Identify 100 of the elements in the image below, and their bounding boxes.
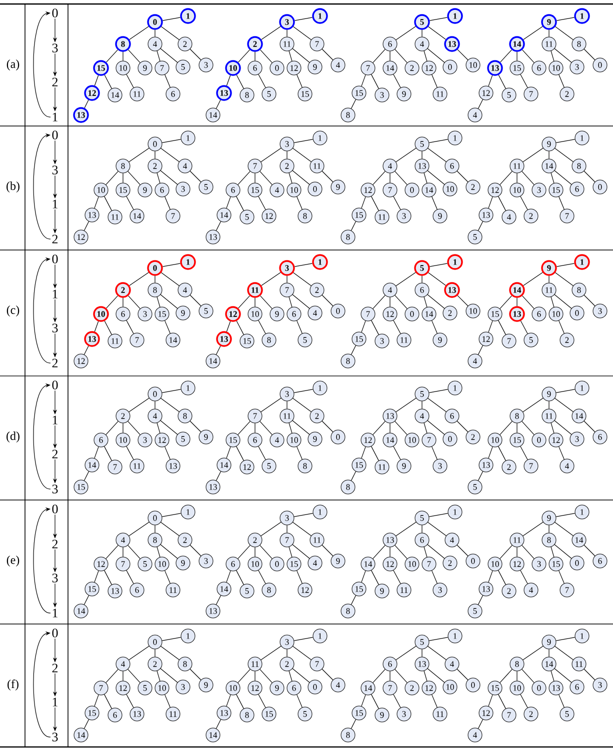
tree-edge [554, 148, 574, 162]
highlighted-node: 13 [216, 85, 232, 101]
tree-node: 15 [116, 182, 130, 198]
tree-edge [556, 513, 576, 517]
tree-edge [427, 294, 445, 309]
highlighted-node: 1 [312, 254, 328, 270]
tree-edge [216, 471, 222, 481]
tree-node: 11 [166, 706, 180, 722]
tree-node: 14 [422, 182, 436, 198]
tree-node: 2 [466, 180, 480, 194]
highlighted-node: 1 [180, 8, 196, 24]
tree-node: 14 [542, 158, 556, 174]
tree-node: 13 [478, 582, 494, 596]
tree-node: 10 [466, 304, 480, 318]
tree-edge [393, 320, 401, 334]
highlighted-node: 1 [447, 8, 463, 24]
tree-node: 15 [548, 556, 564, 572]
tree-edge [424, 422, 428, 434]
tree-node: 7 [502, 708, 516, 722]
tree-node: 14 [572, 408, 586, 424]
tree-node: 9 [542, 510, 556, 526]
tree-edge [106, 669, 118, 683]
tree-edge [260, 49, 272, 63]
tree-edge [104, 446, 112, 461]
tree-node: 4 [524, 582, 538, 598]
tree-node: 3 [592, 304, 608, 318]
tree-edge [558, 196, 564, 210]
tree-node: 0 [270, 60, 284, 76]
tree-edge [371, 320, 379, 335]
sequence-number: 0 [52, 380, 58, 390]
tree-edge [322, 170, 334, 182]
tree-edge [296, 446, 302, 460]
tree-edge [393, 570, 401, 584]
tree-edge [292, 544, 310, 559]
tree-edge [361, 320, 366, 332]
tree-edge [520, 694, 528, 708]
tree-edge [550, 172, 554, 184]
tree-edge [558, 694, 564, 708]
tree-edge [296, 694, 302, 708]
tree-edge [292, 646, 312, 660]
tree-node: 13 [478, 208, 494, 222]
tree-node: 14 [422, 306, 436, 322]
tree-edge [128, 49, 140, 63]
tree-edge [226, 75, 231, 86]
tree-node: 6 [444, 158, 460, 174]
tree-edge [292, 398, 312, 412]
tree-node: 10 [226, 680, 240, 696]
tree-edge [236, 446, 244, 461]
tree-edge [104, 694, 112, 709]
tree-edge [428, 398, 446, 412]
tree-node: 8 [240, 88, 254, 102]
tree-edge [429, 263, 448, 267]
tree-node: 9 [542, 386, 556, 402]
tree-edge [361, 196, 366, 208]
tree-edge [160, 48, 178, 63]
tree-node: 7 [560, 208, 574, 224]
tree-node: 11 [108, 210, 122, 224]
tree-edge [396, 272, 416, 286]
tree-edge [216, 719, 222, 729]
tree-node: 1 [574, 130, 590, 146]
tree-node: 15 [74, 480, 88, 494]
tree-edge [126, 320, 134, 334]
tree-node: 10 [116, 432, 130, 448]
tree-edge [94, 446, 99, 458]
tree-node: 0 [308, 680, 322, 694]
tree-node: 6 [570, 182, 584, 196]
tree-edge [286, 400, 288, 410]
tree-node: 2 [404, 60, 420, 76]
tree-edge [160, 398, 180, 412]
tree-edge [106, 296, 118, 309]
sequence-number: 0 [52, 8, 58, 18]
tree-edge [584, 294, 596, 306]
tree-edge [126, 570, 134, 584]
tree-node: 14 [206, 728, 220, 742]
tree-node: 7 [524, 86, 538, 102]
tree-edge [294, 17, 313, 21]
tree-edge [558, 320, 564, 334]
tree-node: 9 [432, 332, 448, 348]
tree-edge [128, 171, 140, 185]
tree-node: 6 [130, 582, 144, 598]
tree-node: 2 [310, 408, 324, 424]
highlighted-node: 3 [279, 14, 295, 30]
tree-node: 15 [352, 706, 366, 720]
tree-edge [394, 295, 408, 309]
tree-node: 0 [442, 432, 458, 446]
tree-node: 14 [360, 680, 376, 696]
tree-node: 7 [502, 334, 516, 348]
tree-node: 11 [542, 408, 556, 424]
tree-node: 13 [382, 408, 398, 424]
tree-node: 3 [176, 182, 190, 196]
tree-edge [558, 570, 564, 584]
tree-node: 12 [240, 460, 254, 474]
tree-edge [428, 272, 446, 286]
tree-edge [226, 694, 231, 706]
tree-edge [322, 668, 334, 680]
tree-edge [498, 320, 506, 335]
tree-node: 3 [532, 182, 546, 198]
tree-edge [260, 398, 282, 412]
tree-edge [190, 48, 202, 60]
tree-edge [216, 221, 222, 231]
